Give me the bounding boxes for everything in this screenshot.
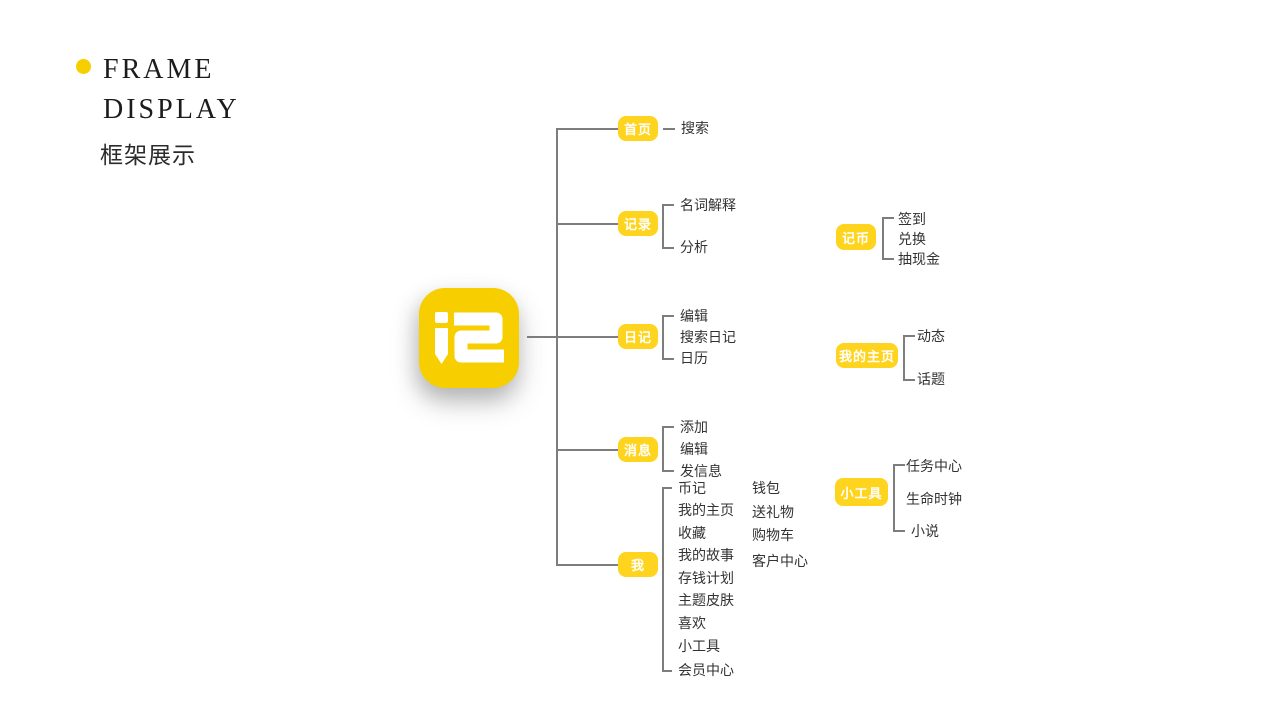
node-record: 记录 xyxy=(618,211,658,236)
connector-line xyxy=(662,204,664,249)
leaf-label: 币记 xyxy=(678,480,706,496)
connector-line xyxy=(662,487,664,672)
connector-line xyxy=(903,335,905,381)
page-title-line1: FRAME xyxy=(103,54,215,85)
leaf-label: 搜索 xyxy=(681,120,709,136)
connector-line xyxy=(903,335,915,337)
leaf-label: 生命时钟 xyxy=(906,491,962,507)
leaf-label: 编辑 xyxy=(680,441,708,457)
connector-line xyxy=(662,358,674,360)
leaf-label: 主题皮肤 xyxy=(678,592,734,608)
connector-line xyxy=(556,223,618,225)
leaf-label: 小工具 xyxy=(678,638,720,654)
leaf-label: 任务中心 xyxy=(906,458,962,474)
leaf-label: 钱包 xyxy=(752,480,780,496)
leaf-label: 收藏 xyxy=(678,525,706,541)
leaf-label: 发信息 xyxy=(680,463,722,479)
app-icon xyxy=(419,288,519,388)
bullet-dot-icon xyxy=(76,59,91,74)
leaf-label: 存钱计划 xyxy=(678,570,734,586)
leaf-label: 我的主页 xyxy=(678,502,734,518)
page-title: FRAME DISPLAY xyxy=(103,50,240,130)
connector-line xyxy=(662,204,674,206)
leaf-label: 话题 xyxy=(917,371,945,387)
connector-line xyxy=(662,247,674,249)
connector-line xyxy=(662,487,672,489)
connector-line xyxy=(882,217,884,260)
leaf-label: 兑换 xyxy=(898,231,926,247)
node-me: 我 xyxy=(618,552,658,577)
connector-line xyxy=(882,258,894,260)
connector-line xyxy=(893,464,895,532)
page-title-line2: DISPLAY xyxy=(103,94,240,125)
leaf-label: 名词解释 xyxy=(680,197,736,213)
leaf-label: 会员中心 xyxy=(678,662,734,678)
connector-line xyxy=(556,128,618,130)
node-message: 消息 xyxy=(618,437,658,462)
node-home: 首页 xyxy=(618,116,658,141)
connector-line xyxy=(903,379,915,381)
connector-line xyxy=(662,470,674,472)
connector-line xyxy=(662,426,664,472)
connector-line xyxy=(663,128,675,130)
i2-logo-icon xyxy=(435,312,504,364)
leaf-label: 小说 xyxy=(911,523,939,539)
leaf-label: 送礼物 xyxy=(752,504,794,520)
leaf-label: 日历 xyxy=(680,350,708,366)
node-diary: 日记 xyxy=(618,324,658,349)
connector-line xyxy=(893,530,905,532)
leaf-label: 喜欢 xyxy=(678,615,706,631)
connector-line xyxy=(662,315,664,360)
leaf-label: 编辑 xyxy=(680,308,708,324)
leaf-label: 我的故事 xyxy=(678,547,734,563)
page-subtitle: 框架展示 xyxy=(100,142,196,168)
connector-line xyxy=(556,128,558,566)
leaf-label: 动态 xyxy=(917,328,945,344)
connector-line xyxy=(662,426,674,428)
connector-line xyxy=(662,315,674,317)
node-my-homepage: 我的主页 xyxy=(836,343,898,368)
connector-line xyxy=(662,670,672,672)
connector-line xyxy=(893,464,905,466)
leaf-label: 购物车 xyxy=(752,527,794,543)
leaf-label: 搜索日记 xyxy=(680,329,736,345)
leaf-label: 分析 xyxy=(680,239,708,255)
connector-line xyxy=(882,217,894,219)
leaf-label: 抽现金 xyxy=(898,251,940,267)
connector-line xyxy=(556,449,618,451)
leaf-label: 签到 xyxy=(898,211,926,227)
connector-line xyxy=(527,336,618,338)
node-coins: 记币 xyxy=(836,224,876,250)
connector-line xyxy=(556,564,618,566)
leaf-label: 客户中心 xyxy=(752,553,808,569)
leaf-label: 添加 xyxy=(680,419,708,435)
node-tools: 小工具 xyxy=(835,478,888,506)
